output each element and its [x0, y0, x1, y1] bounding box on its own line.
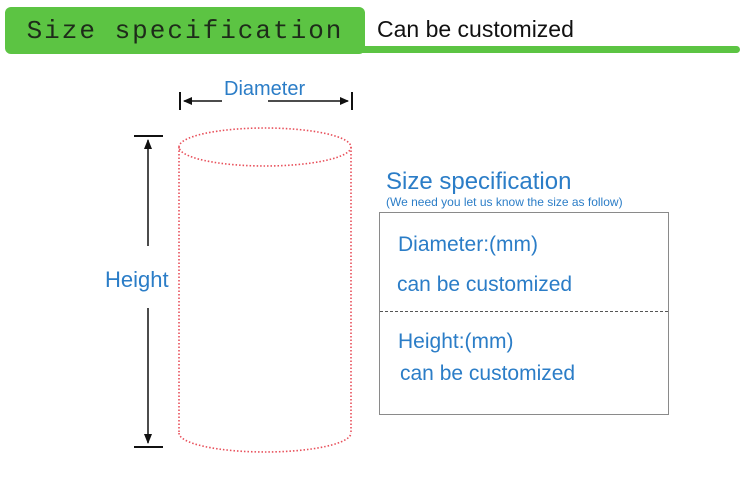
cylinder-bottom-arc: [178, 432, 352, 453]
header-banner: Size specification: [5, 7, 365, 54]
spec-diameter-label: Diameter:(mm): [398, 233, 538, 256]
height-bottom-arrowhead: [144, 434, 152, 444]
header-subtitle: Can be customized: [377, 16, 574, 42]
cylinder-outline: [178, 127, 352, 453]
cylinder-top-ellipse: [178, 127, 352, 167]
spec-note: (We need you let us know the size as fol…: [386, 195, 623, 209]
header-title: Size specification: [26, 15, 344, 46]
spec-table: Diameter:(mm) can be customized Height:(…: [379, 212, 669, 415]
header-underline: [360, 46, 740, 53]
diameter-left-arrowhead: [183, 97, 192, 105]
spec-title: Size specification: [386, 168, 572, 195]
spec-height-label: Height:(mm): [398, 330, 514, 353]
height-top-arrowhead: [144, 139, 152, 149]
diameter-label: Diameter: [224, 78, 306, 100]
spec-diameter-value: can be customized: [397, 273, 573, 296]
spec-divider: [380, 311, 668, 312]
height-label: Height: [105, 267, 169, 292]
spec-height-value: can be customized: [400, 362, 576, 385]
diameter-right-arrowhead: [340, 97, 349, 105]
